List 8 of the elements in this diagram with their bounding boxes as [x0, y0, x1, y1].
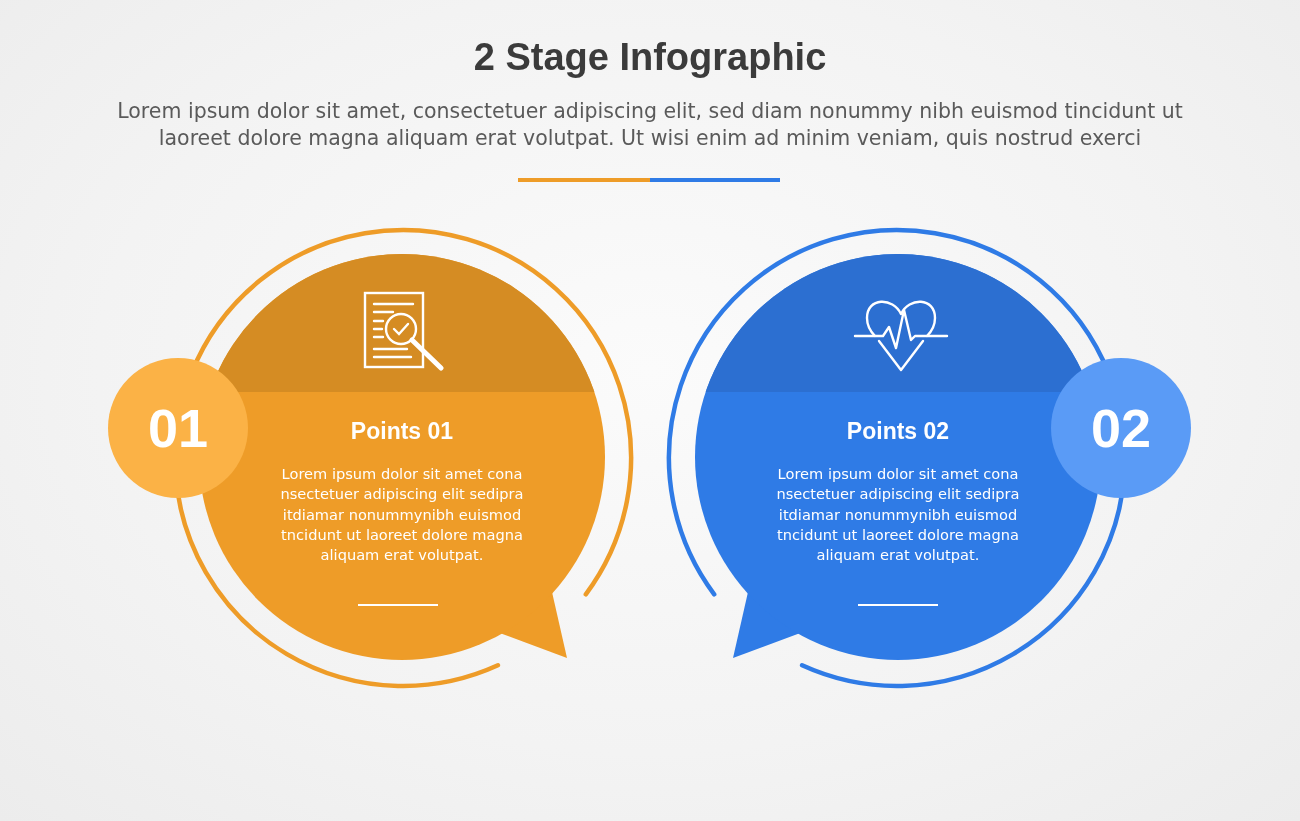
title: 2 Stage Infographic	[473, 36, 827, 79]
number-circle: 02	[1051, 358, 1191, 498]
body-text: Lorem ipsum dolor sit amet cona nsectetuer adipiscing elit sedipra itdiamar nonummynibh euismod tncidunt ut laoreet dolore magna aliquam erat volutpat.	[279, 464, 525, 566]
body-text: Lorem ipsum dolor sit amet cona nsectetuer adipiscing elit sedipra itdiamar nonummynibh euismod tncidunt ut laoreet dolore magna aliquam erat volutpat.	[775, 464, 1021, 566]
number-circle: 01	[108, 358, 248, 498]
heading: Points 02	[846, 418, 950, 445]
heading: Points 01	[350, 418, 454, 445]
subtitle-text: Lorem ipsum dolor sit amet, consectetuer adipiscing elit, sed diam nonummy nibh euismod tincidunt ut laoreet dolore magna aliquam erat volutpat. Ut wisi enim ad minim veniam, quis nostrud exerci	[116, 98, 1184, 152]
